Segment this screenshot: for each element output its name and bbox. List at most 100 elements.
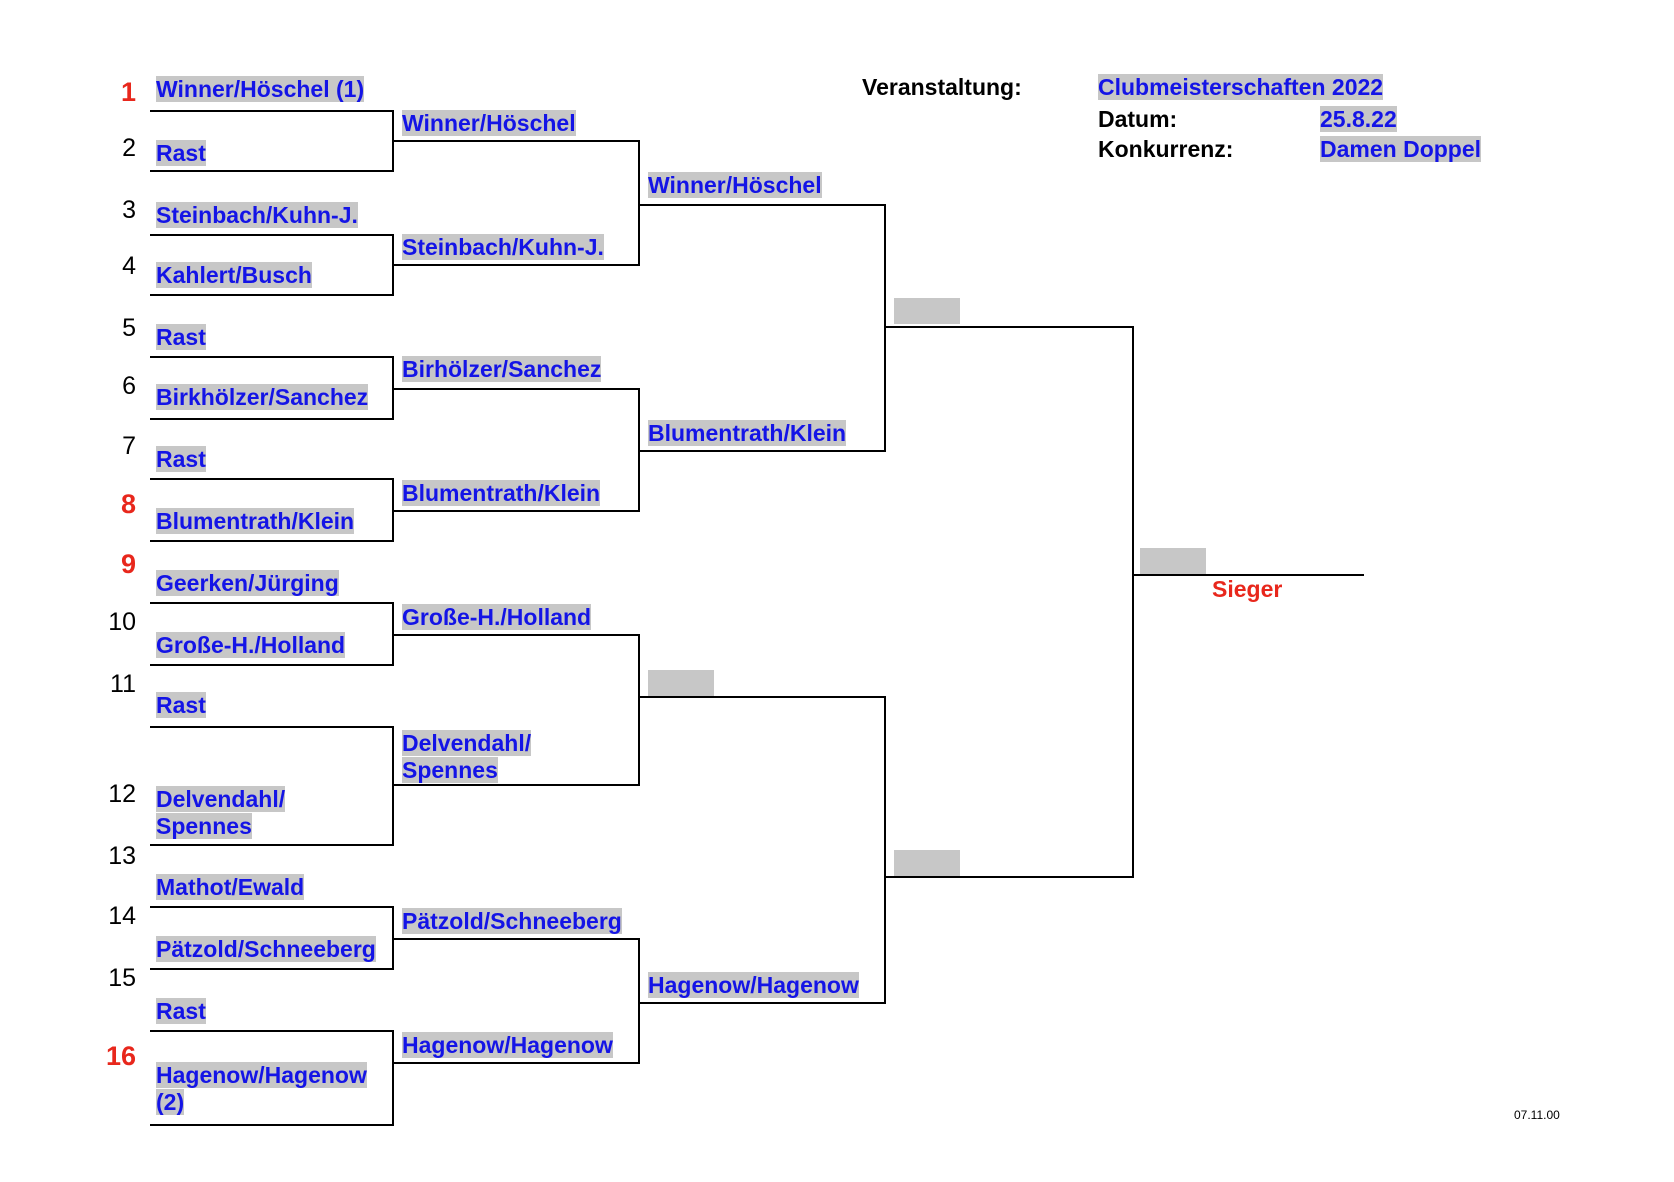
round3-team-empty[interactable] <box>648 670 714 696</box>
round1-team[interactable]: Mathot/Ewald <box>156 874 305 900</box>
bracket-line <box>640 1002 886 1004</box>
round1-team[interactable]: Winner/Höschel (1) <box>156 76 365 102</box>
date-label: Datum: <box>1098 106 1178 132</box>
bracket-line <box>394 264 640 266</box>
round3-team[interactable]: Blumentrath/Klein <box>648 420 847 446</box>
bracket-line <box>150 968 394 970</box>
bracket-line <box>1134 574 1364 576</box>
bracket-line <box>150 294 394 296</box>
bracket-line <box>150 110 394 112</box>
bracket-line <box>392 478 394 542</box>
bracket-line <box>886 876 1134 878</box>
bracket-line <box>638 388 640 512</box>
event-value[interactable]: Clubmeisterschaften 2022 <box>1098 74 1384 100</box>
bracket-line <box>884 696 886 1004</box>
seed-number: 15 <box>108 964 136 992</box>
bracket-line <box>638 938 640 1064</box>
round1-team[interactable]: Rast <box>156 446 206 472</box>
bracket-line <box>150 540 394 542</box>
winner-label: Sieger <box>1212 576 1283 602</box>
round1-team[interactable]: Pätzold/Schneeberg <box>156 936 376 962</box>
round2-team[interactable]: Birhölzer/Sanchez <box>402 356 602 382</box>
bracket-line <box>150 478 394 480</box>
round1-team[interactable]: Rast <box>156 998 206 1024</box>
round2-team[interactable]: Steinbach/Kuhn-J. <box>402 234 604 260</box>
seed-number: 2 <box>122 134 136 162</box>
final-slot[interactable] <box>1140 548 1206 574</box>
bracket-line <box>638 634 640 786</box>
round1-team[interactable]: Blumentrath/Klein <box>156 508 355 534</box>
bracket-line <box>150 1124 394 1126</box>
bracket-line <box>392 356 394 420</box>
seed-number: 7 <box>122 432 136 460</box>
bracket-line <box>640 450 886 452</box>
round1-team[interactable]: Delvendahl/ Spennes <box>156 786 286 839</box>
bracket-line <box>640 696 886 698</box>
date-value[interactable]: 25.8.22 <box>1320 106 1397 132</box>
bracket-line <box>394 938 640 940</box>
bracket-line <box>392 602 394 666</box>
bracket-line <box>392 234 394 296</box>
round1-team[interactable]: Rast <box>156 692 206 718</box>
round2-team[interactable]: Große-H./Holland <box>402 604 592 630</box>
seed-number: 6 <box>122 372 136 400</box>
seed-number: 8 <box>120 489 136 519</box>
footer-stamp: 07.11.00 <box>1514 1108 1560 1122</box>
round2-team[interactable]: Pätzold/Schneeberg <box>402 908 622 934</box>
round1-team[interactable]: Steinbach/Kuhn-J. <box>156 202 358 228</box>
seed-number: 13 <box>108 842 136 870</box>
round2-team[interactable]: Delvendahl/ Spennes <box>402 730 532 783</box>
bracket-line <box>638 140 640 266</box>
competition-label: Konkurrenz: <box>1098 136 1234 162</box>
round1-team[interactable]: Große-H./Holland <box>156 632 346 658</box>
bracket-line <box>150 1030 394 1032</box>
round2-team[interactable]: Hagenow/Hagenow <box>402 1032 613 1058</box>
bracket-line <box>392 110 394 172</box>
semifinal-slot[interactable] <box>894 298 960 324</box>
round1-team[interactable]: Geerken/Jürging <box>156 570 339 596</box>
seed-number: 1 <box>120 77 136 107</box>
round2-team[interactable]: Blumentrath/Klein <box>402 480 601 506</box>
bracket-line <box>150 356 394 358</box>
seed-number: 14 <box>108 902 136 930</box>
bracket-line <box>394 388 640 390</box>
semifinal-slot[interactable] <box>894 850 960 876</box>
round1-team[interactable]: Rast <box>156 324 206 350</box>
bracket-line <box>886 326 1134 328</box>
round2-team[interactable]: Winner/Höschel <box>402 110 576 136</box>
bracket-line <box>394 784 640 786</box>
seed-number: 4 <box>122 252 136 280</box>
bracket-line <box>392 906 394 970</box>
seed-number: 3 <box>122 196 136 224</box>
seed-number: 11 <box>110 670 136 698</box>
seed-number: 12 <box>108 780 136 808</box>
round3-team[interactable]: Winner/Höschel <box>648 172 822 198</box>
seed-number: 9 <box>120 549 136 579</box>
bracket-line <box>150 170 394 172</box>
seed-number: 16 <box>105 1041 136 1071</box>
bracket-line <box>394 510 640 512</box>
bracket-line <box>150 726 394 728</box>
round3-team[interactable]: Hagenow/Hagenow <box>648 972 859 998</box>
round1-team[interactable]: Hagenow/Hagenow (2) <box>156 1062 367 1115</box>
bracket-line <box>150 844 394 846</box>
bracket-line <box>150 234 394 236</box>
bracket-line <box>150 906 394 908</box>
competition-value[interactable]: Damen Doppel <box>1320 136 1482 162</box>
round1-team[interactable]: Rast <box>156 140 206 166</box>
bracket-line <box>394 634 640 636</box>
bracket-line <box>884 204 886 452</box>
round1-team[interactable]: Kahlert/Busch <box>156 262 312 288</box>
seed-number: 5 <box>122 314 136 342</box>
bracket-line <box>640 204 886 206</box>
round1-team[interactable]: Birkhölzer/Sanchez <box>156 384 369 410</box>
bracket-line <box>394 1062 640 1064</box>
event-label: Veranstaltung: <box>862 74 1022 100</box>
seed-number: 10 <box>108 608 136 636</box>
bracket-line <box>150 418 394 420</box>
bracket-line <box>394 140 640 142</box>
bracket-line <box>1132 326 1134 878</box>
bracket-line <box>150 664 394 666</box>
bracket-line <box>392 1030 394 1126</box>
